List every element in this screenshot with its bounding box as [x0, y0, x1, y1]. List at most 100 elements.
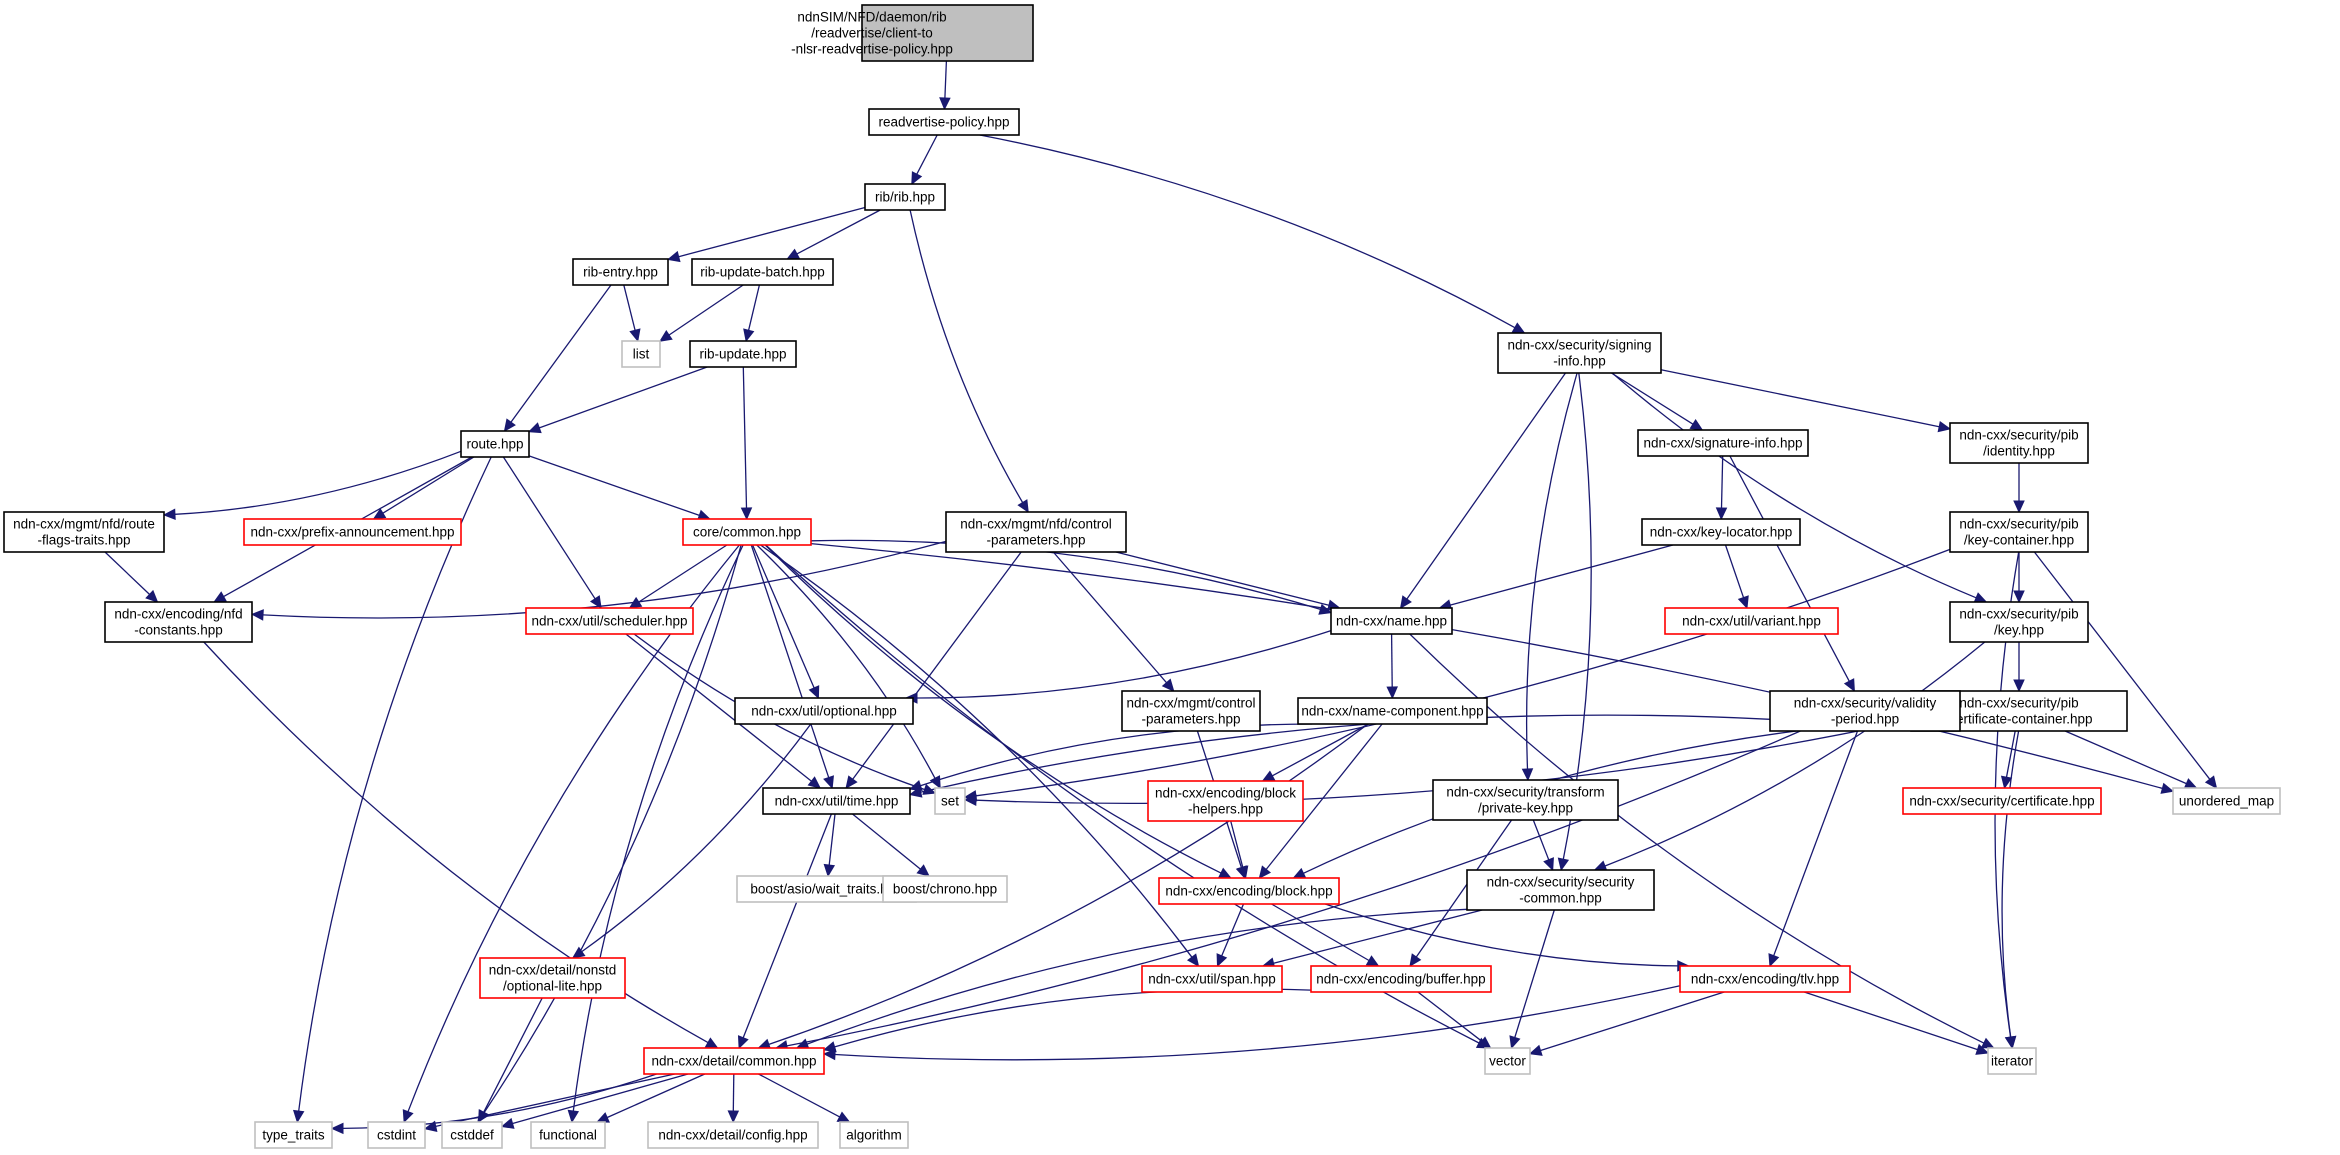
node-security-common[interactable]: ndn-cxx/security/security-common.hpp: [1466, 869, 1655, 911]
edge-core_common-to-time: [750, 544, 834, 790]
edge-line: [1724, 544, 1745, 598]
edge-line: [1532, 819, 1550, 860]
edge-line: [944, 60, 948, 99]
edge-line: [852, 551, 1022, 780]
node-validity-period[interactable]: ndn-cxx/security/validity-period.hpp: [1769, 690, 1961, 732]
node-route[interactable]: route.hpp: [460, 430, 530, 458]
node-box: [882, 875, 1008, 903]
edge-buffer-to-vector: [1417, 991, 1492, 1049]
node-core-common[interactable]: core/common.hpp: [682, 518, 812, 546]
node-label: /optional-lite.hpp: [503, 979, 602, 994]
edge-line: [2005, 730, 2016, 778]
node-box: [1679, 965, 1851, 993]
edge-line: [298, 456, 492, 1112]
node-key-locator[interactable]: ndn-cxx/key-locator.hpp: [1641, 518, 1801, 546]
node-label: ndn-cxx/security/signing: [1507, 338, 1651, 353]
arrowhead-icon: [1768, 953, 1780, 968]
node-rib-update[interactable]: rib-update.hpp: [689, 340, 797, 368]
edge-pib_cert_container-to-iterator: [2001, 730, 2020, 1050]
edge-line: [2001, 730, 2020, 1038]
edge-line: [810, 542, 2163, 790]
node-nfd-constants[interactable]: ndn-cxx/encoding/nfd-constants.hpp: [104, 601, 253, 643]
node-block-helpers[interactable]: ndn-cxx/encoding/block-helpers.hpp: [1147, 780, 1304, 822]
node-label: /certificate-container.hpp: [1945, 712, 2092, 727]
edge-line: [1390, 633, 1393, 688]
node-readvertise-policy[interactable]: readvertise-policy.hpp: [868, 108, 1020, 136]
node-variant[interactable]: ndn-cxx/util/variant.hpp: [1664, 607, 1839, 635]
node-box: [762, 787, 911, 815]
edge-line: [1415, 819, 1513, 958]
node-buffer[interactable]: ndn-cxx/encoding/buffer.hpp: [1310, 965, 1492, 993]
node-box: [1147, 780, 1304, 822]
edge-line: [502, 456, 596, 600]
edge-optional_lite-to-cstddef: [478, 997, 543, 1124]
node-private-key[interactable]: ndn-cxx/security/transform/private-key.h…: [1432, 779, 1619, 821]
node-pib-identity[interactable]: ndn-cxx/security/pib/identity.hpp: [1949, 422, 2089, 464]
node-prefix-ann[interactable]: ndn-cxx/prefix-announcement.hpp: [243, 518, 462, 546]
node-name-component[interactable]: ndn-cxx/name-component.hpp: [1297, 697, 1488, 725]
node-rib-entry[interactable]: rib-entry.hpp: [572, 258, 669, 286]
arrowhead-icon: [659, 329, 673, 342]
node-signature-info[interactable]: ndn-cxx/signature-info.hpp: [1637, 429, 1809, 457]
edge-line: [806, 908, 1468, 1045]
node-label: set: [941, 794, 959, 809]
edge-signing_info-to-pib_identity: [1660, 369, 1952, 433]
node-block[interactable]: ndn-cxx/encoding/block.hpp: [1158, 877, 1340, 905]
node-label: /private-key.hpp: [1478, 801, 1573, 816]
edge-line: [1417, 991, 1483, 1042]
edge-nfd_control_params-to-nfd_constants: [250, 540, 947, 621]
node-pib-key[interactable]: ndn-cxx/security/pib/key.hpp: [1949, 601, 2089, 643]
arrowhead-icon: [929, 775, 941, 790]
edge-pib_cert_container-to-certificate: [2000, 730, 2016, 790]
node-label: ndn-cxx/mgmt/nfd/control: [960, 517, 1112, 532]
edge-nfd_control_params-to-time: [845, 551, 1022, 789]
node-detail-common[interactable]: ndn-cxx/detail/common.hpp: [643, 1047, 825, 1075]
node-span[interactable]: ndn-cxx/util/span.hpp: [1141, 965, 1283, 993]
node-label: ndn-cxx/name.hpp: [1336, 614, 1447, 629]
node-scheduler[interactable]: ndn-cxx/util/scheduler.hpp: [525, 607, 694, 635]
node-mgmt-control-params[interactable]: ndn-cxx/mgmt/control-parameters.hpp: [1121, 690, 1261, 732]
node-list: list: [621, 340, 661, 368]
edge-line: [1720, 455, 1724, 509]
node-pib-key-container[interactable]: ndn-cxx/security/pib/key-container.hpp: [1949, 511, 2089, 553]
arrowhead-icon: [808, 685, 820, 700]
node-box: [1330, 607, 1453, 635]
node-signing-info[interactable]: ndn-cxx/security/signing-info.hpp: [1497, 332, 1662, 374]
node-label: ndn-cxx/security/security: [1487, 875, 1635, 890]
edge-tlv-to-vector: [1528, 991, 1725, 1056]
edge-key_locator-to-name: [1438, 544, 1674, 611]
node-optional-lite[interactable]: ndn-cxx/detail/nonstd/optional-lite.hpp: [479, 957, 626, 999]
arrowhead-icon: [1543, 857, 1554, 872]
edge-line: [752, 544, 815, 689]
arrowhead-icon: [527, 422, 542, 434]
node-tlv[interactable]: ndn-cxx/encoding/tlv.hpp: [1679, 965, 1851, 993]
node-box: [525, 607, 694, 635]
edge-line: [916, 134, 938, 175]
arrowhead-icon: [822, 1048, 836, 1061]
arrowhead-icon: [1528, 1044, 1543, 1056]
edge-line: [828, 813, 836, 866]
edge-route-to-route_flags: [162, 450, 462, 521]
edge-core_common-to-functional: [567, 544, 744, 1124]
edge-optional-to-optional_lite: [571, 723, 812, 959]
edge-core_common-to-optional: [752, 544, 820, 700]
edge-line: [1271, 903, 1370, 962]
arrowhead-icon: [500, 1117, 515, 1129]
node-rib[interactable]: rib/rib.hpp: [864, 183, 946, 211]
node-label: boost/chrono.hpp: [893, 882, 997, 897]
node-certificate[interactable]: ndn-cxx/security/certificate.hpp: [1902, 787, 2102, 815]
node-box: [868, 108, 1020, 136]
node-optional[interactable]: ndn-cxx/util/optional.hpp: [734, 697, 914, 725]
node-name[interactable]: ndn-cxx/name.hpp: [1330, 607, 1453, 635]
node-nfd-control-params[interactable]: ndn-cxx/mgmt/nfd/control-parameters.hpp: [945, 511, 1127, 553]
node-rib-update-batch[interactable]: rib-update-batch.hpp: [691, 258, 834, 286]
edge-line: [1611, 372, 1977, 599]
node-label: ndn-cxx/detail/nonstd: [489, 963, 617, 978]
node-time[interactable]: ndn-cxx/util/time.hpp: [762, 787, 911, 815]
node-route-flags[interactable]: ndn-cxx/mgmt/nfd/route-flags-traits.hpp: [3, 511, 165, 553]
edge-line: [1052, 551, 1167, 684]
edge-private_key-to-buffer: [1409, 819, 1513, 967]
arrowhead-icon: [727, 1110, 740, 1124]
node-label: ndn-cxx/util/span.hpp: [1148, 972, 1276, 987]
edge-line: [1230, 820, 1244, 868]
